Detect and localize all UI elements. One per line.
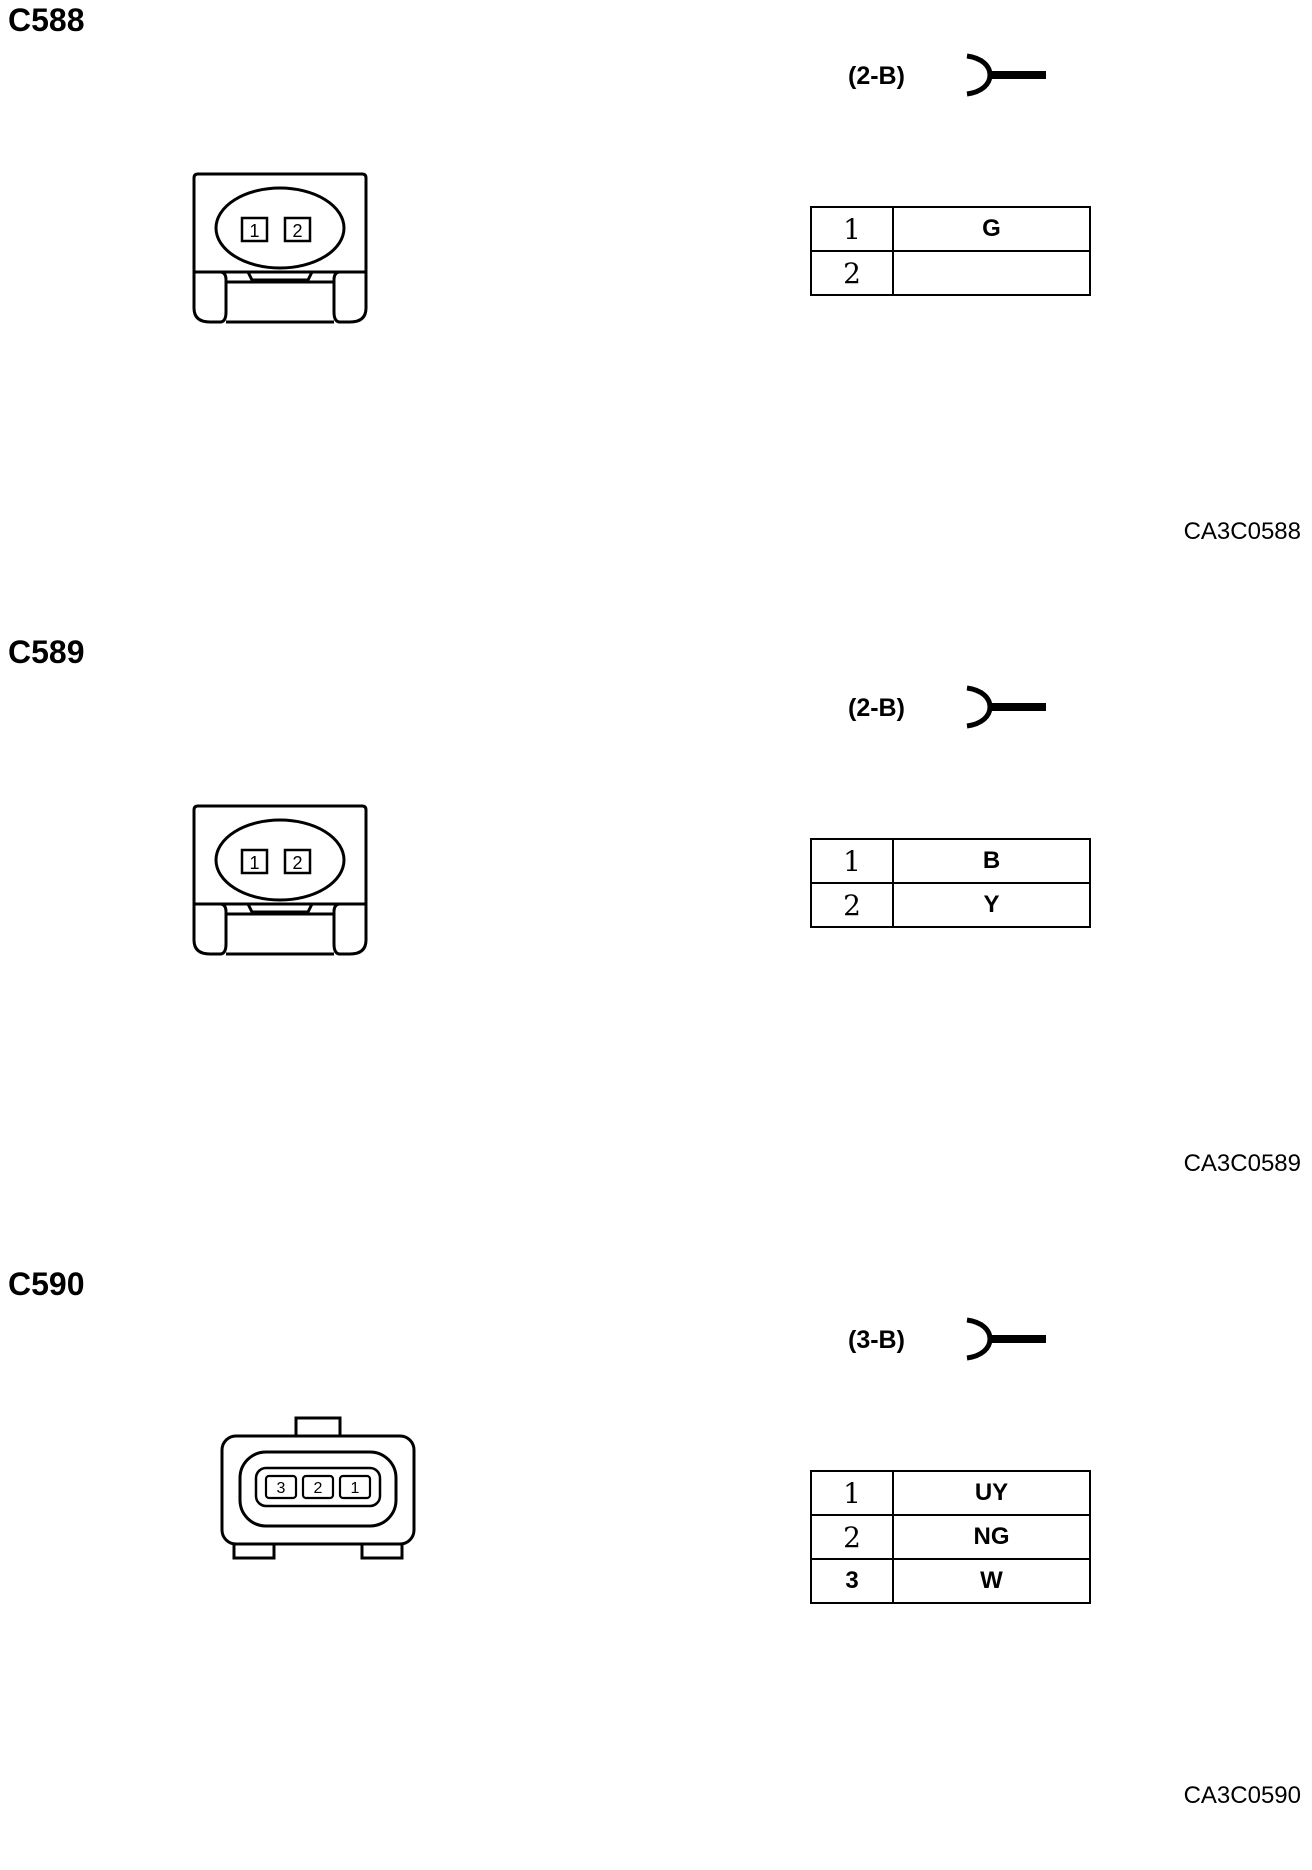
figure-code: CA3C0588 <box>1183 518 1301 545</box>
table-row: 2 <box>810 250 1091 296</box>
table-row: 1 G <box>810 206 1091 252</box>
pin-label: 3 <box>277 1480 286 1497</box>
wire-color: B <box>892 838 1091 884</box>
pin-label: 1 <box>351 1480 360 1497</box>
table-row: 1 B <box>810 838 1091 884</box>
pin-number: 1 <box>810 206 894 252</box>
pin-number: 2 <box>810 250 894 296</box>
pin-label: 2 <box>292 221 302 241</box>
connector-face-3pin: 3 2 1 <box>220 1416 416 1560</box>
connector-spec: (3-B) <box>848 1326 905 1354</box>
pin-number: 1 <box>810 838 894 884</box>
connector-face-2pin: 1 2 <box>192 172 368 324</box>
connector-title: C589 <box>8 634 85 670</box>
pin-number: 3 <box>810 1558 894 1604</box>
pin-wire-table: 1 G 2 <box>810 206 1091 296</box>
pin-wire-table: 1 UY 2 NG 3 W <box>810 1470 1091 1604</box>
pin-label: 2 <box>292 853 302 873</box>
wire-color: UY <box>892 1470 1091 1516</box>
pin-number: 2 <box>810 882 894 928</box>
pin-label: 1 <box>249 853 259 873</box>
table-row: 2 Y <box>810 882 1091 928</box>
connector-section-c589: C589 (2-B) 1 2 1 B 2 Y CA3C0589 <box>0 632 1312 1238</box>
connector-title: C588 <box>8 2 85 38</box>
figure-code: CA3C0589 <box>1183 1150 1301 1177</box>
wire-color: W <box>892 1558 1091 1604</box>
pin-number: 1 <box>810 1470 894 1516</box>
harness-connector-icon <box>966 53 1046 97</box>
pin-label: 1 <box>249 221 259 241</box>
connector-section-c588: C588 (2-B) 1 2 1 G 2 CA3C0588 <box>0 0 1312 606</box>
wire-color <box>892 250 1091 296</box>
pin-label: 2 <box>314 1480 323 1497</box>
wire-color: G <box>892 206 1091 252</box>
table-row: 2 NG <box>810 1514 1091 1560</box>
pin-number: 2 <box>810 1514 894 1560</box>
table-row: 1 UY <box>810 1470 1091 1516</box>
connector-spec: (2-B) <box>848 694 905 722</box>
figure-code: CA3C0590 <box>1183 1782 1301 1809</box>
connector-spec: (2-B) <box>848 62 905 90</box>
wire-color: NG <box>892 1514 1091 1560</box>
connector-section-c590: C590 (3-B) 3 2 1 1 UY 2 NG 3 W CA3C0590 <box>0 1264 1312 1870</box>
harness-connector-icon <box>966 685 1046 729</box>
connector-face-2pin: 1 2 <box>192 804 368 956</box>
connector-title: C590 <box>8 1266 85 1302</box>
wire-color: Y <box>892 882 1091 928</box>
pin-wire-table: 1 B 2 Y <box>810 838 1091 928</box>
table-row: 3 W <box>810 1558 1091 1604</box>
harness-connector-icon <box>966 1317 1046 1361</box>
